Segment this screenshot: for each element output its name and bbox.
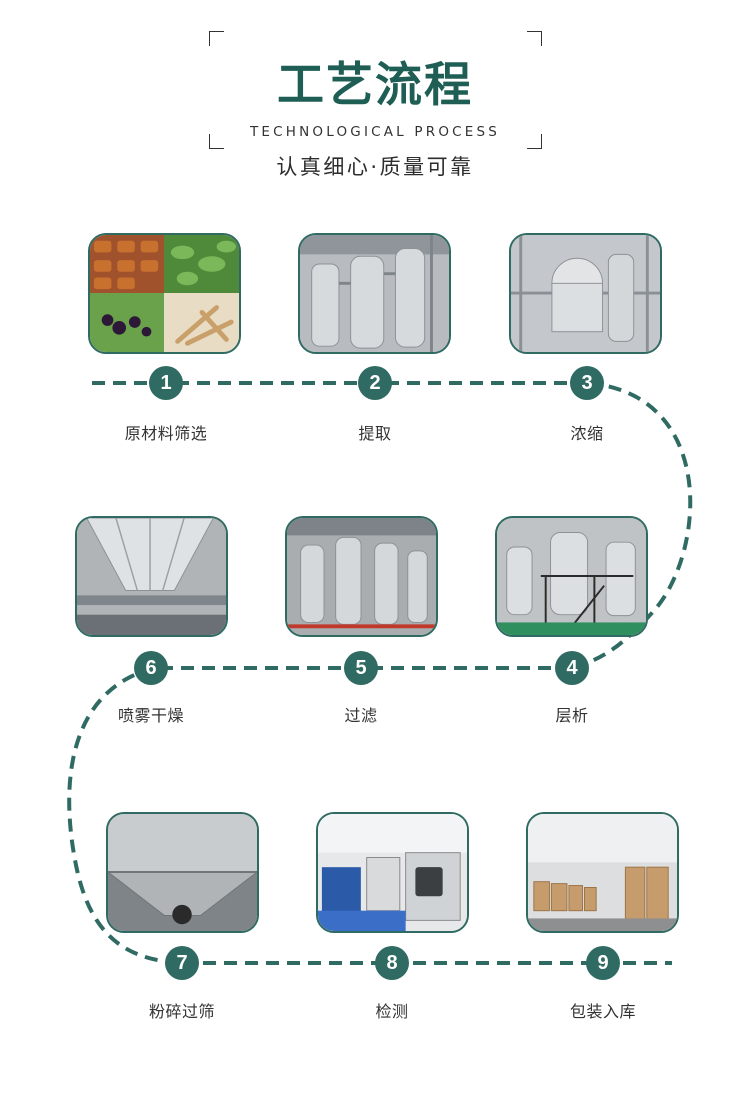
step-6-number-badge: 6 [134,651,168,685]
step-2-number-badge: 2 [358,366,392,400]
concentration-equipment-photo [511,235,660,352]
step-7-label: 粉碎过筛 [148,1002,215,1021]
page-subtitle-chinese: 认真细心·质量可靠 [276,155,474,179]
step-8-label: 检测 [375,1002,409,1021]
step-6-label: 喷雾干燥 [117,706,184,725]
page-title: 工艺流程 [277,58,473,113]
testing-lab-photo [318,814,467,931]
step-1-image [88,233,241,354]
step-9-number-badge: 9 [586,946,620,980]
step-7-image [106,812,259,933]
frame-corner-top-left [209,31,224,46]
step-2-image [298,233,451,354]
page-subtitle-english: TECHNOLOGICAL PROCESS [249,124,501,140]
crushing-hopper-photo [108,814,257,931]
step-3-label: 浓缩 [570,424,604,443]
step-8-image [316,812,469,933]
step-4-image [495,516,648,637]
step-1-label: 原材料筛选 [124,424,208,443]
step-5-number-badge: 5 [344,651,378,685]
spray-dryer-photo [77,518,226,635]
step-8-number-badge: 8 [375,946,409,980]
chromatography-equipment-photo [497,518,646,635]
step-3-number-badge: 3 [570,366,604,400]
step-6-image [75,516,228,637]
step-4-label: 层析 [555,706,589,725]
step-9-label: 包装入库 [569,1002,636,1021]
step-3-image [509,233,662,354]
step-5-label: 过滤 [344,706,378,725]
filtration-pipes-photo [287,518,436,635]
warehouse-photo [528,814,677,931]
step-5-image [285,516,438,637]
step-4-number-badge: 4 [555,651,589,685]
frame-corner-bottom-right [527,134,542,149]
frame-corner-top-right [527,31,542,46]
step-9-image [526,812,679,933]
frame-corner-bottom-left [209,134,224,149]
raw-materials-photo [90,235,239,352]
step-7-number-badge: 7 [165,946,199,980]
step-1-number-badge: 1 [149,366,183,400]
step-2-label: 提取 [358,424,392,443]
extraction-tanks-photo [300,235,449,352]
